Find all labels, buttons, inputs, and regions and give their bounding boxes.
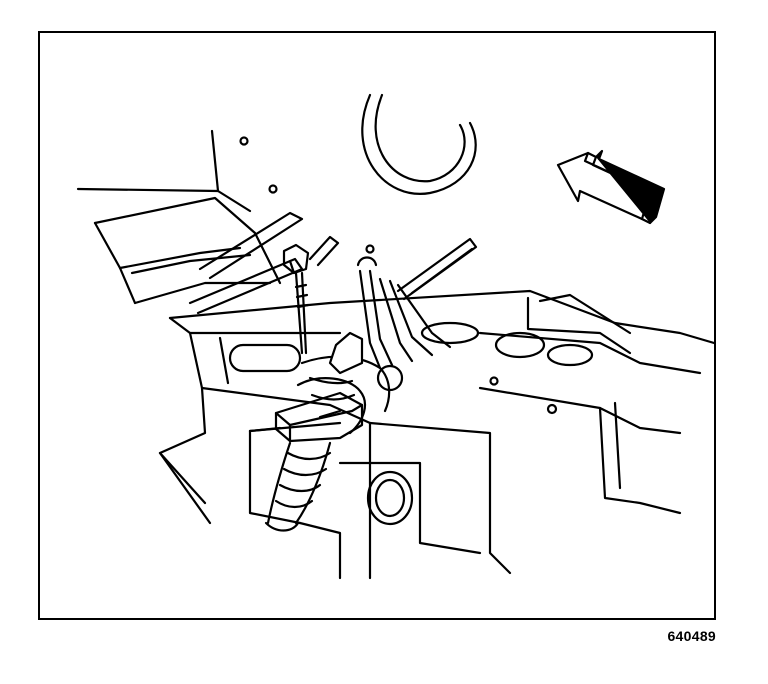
illustration-frame [38, 31, 716, 620]
frame-holes [228, 321, 594, 526]
bracket-rods [188, 211, 478, 315]
upper-left-panel [76, 129, 282, 305]
circular-opening [361, 93, 477, 195]
figure-id-label: 640489 [667, 628, 716, 644]
bolt-icon [282, 243, 310, 355]
direction-arrow-icon [556, 149, 666, 225]
wiring-harness [264, 256, 452, 532]
lower-panel [248, 421, 372, 580]
harness-retainer-clip [274, 331, 364, 443]
frame-crossmember [158, 289, 714, 575]
panel-holes [239, 136, 558, 415]
harness-illustration [76, 93, 714, 580]
